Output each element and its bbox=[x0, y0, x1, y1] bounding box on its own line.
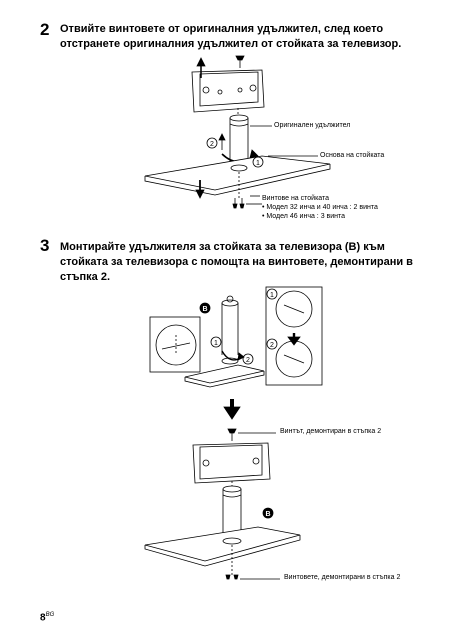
step-2-line-1: Отвийте винтовете от оригиналния удължит… bbox=[60, 23, 384, 35]
step-3-line-2: стойката за телевизора с помощта на винт… bbox=[60, 256, 413, 268]
label-original-extender: Оригинален удължител bbox=[274, 122, 351, 129]
step-3-badge-b-bottom: B bbox=[265, 511, 270, 518]
step-3-line-3: стъпка 2. bbox=[60, 271, 111, 283]
screws-note: Винтове на стойката • Модел 32 инча и 40… bbox=[262, 194, 378, 221]
step-2-circle-1: 1 bbox=[256, 160, 260, 167]
step-3-illustration-top: B 1 2 1 2 bbox=[149, 286, 323, 388]
step-2-number: 2 bbox=[40, 20, 50, 39]
step-2-illustration: 2 1 bbox=[144, 55, 331, 209]
step-3-illustration-bottom: B bbox=[144, 399, 301, 580]
label-screw-removed: Винтът, демонтиран в стъпка 2 bbox=[280, 428, 382, 435]
step-3-circle-2-left: 2 bbox=[246, 357, 250, 364]
step-2-instructions: Отвийте винтовете от оригиналния удължит… bbox=[60, 22, 401, 52]
step-3-number: 3 bbox=[40, 236, 50, 255]
page-number-value: 8 bbox=[40, 612, 46, 624]
step-3-circle-2-right: 2 bbox=[270, 342, 274, 349]
step-3-circle-1-left: 1 bbox=[214, 340, 218, 347]
step-3-badge-b-top: B bbox=[202, 306, 207, 313]
label-stand-screws: Винтове на стойката bbox=[262, 195, 330, 202]
page-lang: BG bbox=[45, 612, 55, 618]
step-2-line-2: отстранете оригиналния удължител от стой… bbox=[60, 38, 402, 50]
screws-bullet-1: • Модел 32 инча и 40 инча : 2 винта bbox=[262, 204, 378, 211]
step-3-line-1: Монтирайте удължителя за стойката за тел… bbox=[60, 241, 385, 253]
step-3-instructions: Монтирайте удължителя за стойката за тел… bbox=[60, 240, 413, 285]
step-3-circle-1-right: 1 bbox=[270, 292, 274, 299]
label-stand-base: Основа на стойката bbox=[320, 152, 385, 159]
page-number: 8BG bbox=[40, 612, 54, 623]
screws-bullet-2: • Модел 46 инча : 3 винта bbox=[262, 213, 346, 220]
step-2-circle-2: 2 bbox=[210, 141, 214, 148]
label-screws-removed: Винтовете, демонтирани в стъпка 2 bbox=[284, 574, 401, 581]
